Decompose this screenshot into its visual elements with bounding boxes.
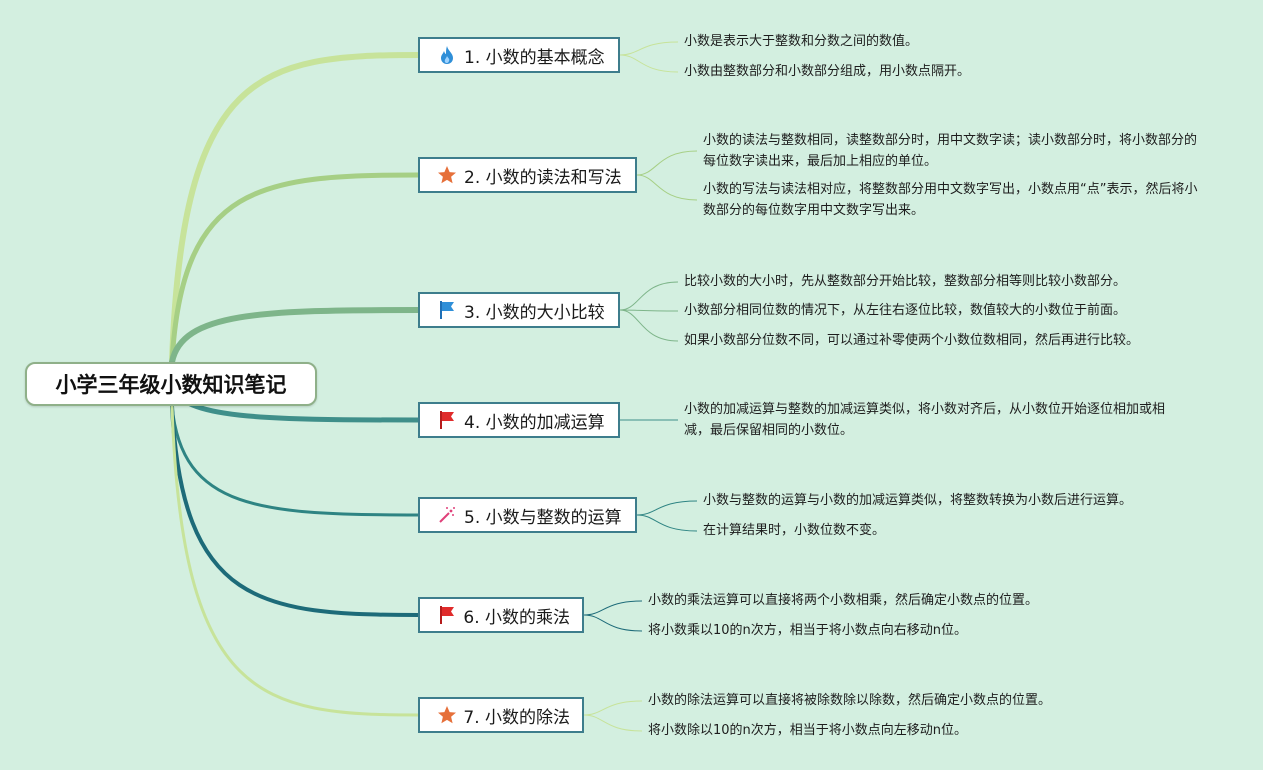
leaf-note[interactable]: 如果小数部分位数不同，可以通过补零使两个小数位数相同，然后再进行比较。 bbox=[684, 333, 1140, 348]
leaf-note[interactable]: 在计算结果时，小数位数不变。 bbox=[703, 523, 886, 538]
leaf-connector bbox=[619, 309, 679, 342]
leaf-connector bbox=[619, 54, 679, 73]
branch-label: 2. 小数的读法和写法 bbox=[464, 167, 622, 188]
leaf-note[interactable]: 小数的写法与读法相对应，将整数部分用中文数字写出，小数点用“点”表示，然后将小数… bbox=[703, 182, 1198, 218]
branch-topic-7[interactable]: 7. 小数的除法 bbox=[418, 697, 584, 733]
leaf-note[interactable]: 小数的除法运算可以直接将被除数除以除数，然后确定小数点的位置。 bbox=[648, 693, 1052, 708]
blue-flag-icon bbox=[436, 299, 458, 321]
branch-label: 7. 小数的除法 bbox=[463, 707, 570, 728]
leaf-note[interactable]: 将小数乘以10的n次方，相当于将小数点向右移动n位。 bbox=[648, 623, 968, 638]
leaf-note[interactable]: 小数的读法与整数相同，读整数部分时，用中文数字读；读小数部分时，将小数部分的每位… bbox=[703, 133, 1198, 169]
leaf-connector bbox=[583, 700, 643, 716]
branch-topic-5[interactable]: 5. 小数与整数的运算 bbox=[418, 497, 637, 533]
leaf-connector bbox=[636, 174, 698, 201]
star-icon bbox=[436, 164, 458, 186]
branch-connector-1 bbox=[169, 52, 421, 365]
root-topic[interactable]: 小学三年级小数知识笔记 bbox=[25, 362, 317, 406]
leaf-connector bbox=[636, 514, 698, 532]
leaf-connector bbox=[636, 500, 698, 516]
branch-topic-2[interactable]: 2. 小数的读法和写法 bbox=[418, 157, 637, 193]
magic-wand-icon bbox=[436, 504, 458, 526]
branch-label: 6. 小数的乘法 bbox=[463, 607, 570, 628]
red-flag-icon bbox=[436, 604, 457, 626]
leaf-connector bbox=[583, 600, 643, 616]
star-icon bbox=[436, 704, 457, 726]
leaf-connector bbox=[619, 309, 679, 312]
branch-topic-6[interactable]: 6. 小数的乘法 bbox=[418, 597, 584, 633]
branch-connector-7 bbox=[170, 404, 420, 717]
leaf-note[interactable]: 小数部分相同位数的情况下，从左往右逐位比较，数值较大的小数位于前面。 bbox=[684, 303, 1127, 318]
leaf-connector bbox=[619, 41, 679, 56]
branch-connector-2 bbox=[169, 172, 421, 365]
branch-topic-1[interactable]: 1. 小数的基本概念 bbox=[418, 37, 620, 73]
branch-connector-3 bbox=[169, 307, 421, 365]
leaf-connector bbox=[583, 614, 643, 632]
leaf-connector bbox=[619, 281, 679, 311]
branch-topic-4[interactable]: 4. 小数的加减运算 bbox=[418, 402, 620, 438]
leaf-note[interactable]: 将小数除以10的n次方，相当于将小数点向左移动n位。 bbox=[648, 723, 968, 738]
branch-topic-3[interactable]: 3. 小数的大小比较 bbox=[418, 292, 620, 328]
leaf-note[interactable]: 小数由整数部分和小数部分组成，用小数点隔开。 bbox=[684, 64, 971, 79]
leaf-connector bbox=[583, 714, 643, 732]
branch-label: 1. 小数的基本概念 bbox=[464, 47, 605, 68]
branch-connector-6 bbox=[170, 404, 420, 617]
branch-label: 3. 小数的大小比较 bbox=[464, 302, 605, 323]
branch-connector-5 bbox=[170, 404, 420, 517]
leaf-note[interactable]: 小数的加减运算与整数的加减运算类似，将小数对齐后，从小数位开始逐位相加或相减，最… bbox=[684, 402, 1166, 438]
leaf-note[interactable]: 小数的乘法运算可以直接将两个小数相乘，然后确定小数点的位置。 bbox=[648, 593, 1039, 608]
red-flag-icon bbox=[436, 409, 458, 431]
leaf-connector bbox=[636, 150, 698, 176]
branch-label: 4. 小数的加减运算 bbox=[464, 412, 605, 433]
fire-icon bbox=[436, 44, 458, 66]
leaf-note[interactable]: 小数与整数的运算与小数的加减运算类似，将整数转换为小数后进行运算。 bbox=[703, 493, 1133, 508]
leaf-note[interactable]: 小数是表示大于整数和分数之间的数值。 bbox=[684, 34, 919, 49]
leaf-note[interactable]: 比较小数的大小时，先从整数部分开始比较，整数部分相等则比较小数部分。 bbox=[684, 274, 1127, 289]
branch-label: 5. 小数与整数的运算 bbox=[464, 507, 622, 528]
